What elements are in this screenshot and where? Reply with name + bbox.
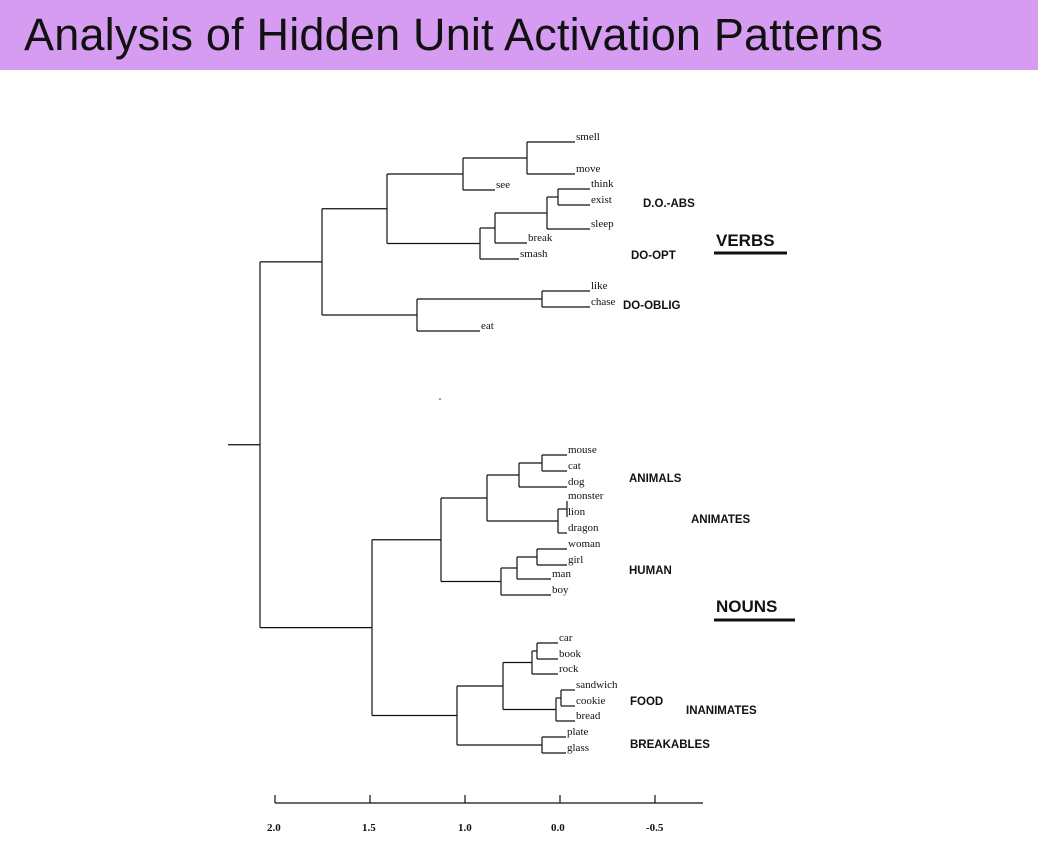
leaf-label: dog [568,476,585,488]
axis-tick-label: -0.5 [646,822,664,834]
leaf-label: car [559,632,573,644]
leaf-label: break [528,232,553,244]
label-animals: ANIMALS [629,473,682,485]
leaf-label: bread [576,710,601,722]
leaf-label: cookie [576,695,605,707]
axis-tick-label: 0.0 [551,822,565,834]
speck [439,398,441,400]
leaf-label: like [591,280,608,292]
label-do-opt: DO-OPT [631,250,676,262]
leaf-label: girl [568,554,583,566]
page-title: Analysis of Hidden Unit Activation Patte… [24,9,884,60]
leaf-label: smell [576,131,600,143]
leaf-label: rock [559,663,579,675]
leaf-label: chase [591,296,616,308]
leaf-label: see [496,179,510,191]
leaf-label: exist [591,194,612,206]
leaf-label: plate [567,726,588,738]
label-do-abs: D.O.-ABS [643,198,695,210]
leaf-label: move [576,163,601,175]
leaf-label: book [559,648,582,660]
leaf-label: glass [567,742,589,754]
label-inanimates: INANIMATES [686,705,757,717]
title-bar: Analysis of Hidden Unit Activation Patte… [0,0,1038,70]
leaf-label: man [552,568,571,580]
leaf-label: eat [481,320,494,332]
label-verbs: VERBS [716,231,775,250]
axis-tick-label: 2.0 [267,822,281,834]
label-nouns: NOUNS [716,597,777,616]
label-human: HUMAN [629,565,672,577]
leaf-label: monster [568,490,604,502]
leaf-label: lion [568,506,586,518]
dendrogram-edges [228,141,590,754]
leaf-label: cat [568,460,581,472]
leaf-label: think [591,178,614,190]
label-do-oblig: DO-OBLIG [623,300,681,312]
leaf-label: smash [520,248,548,260]
label-food: FOOD [630,696,663,708]
label-breakables: BREAKABLES [630,739,710,751]
leaf-label: sleep [591,218,614,230]
axis-tick-label: 1.5 [362,822,376,834]
axis-tick-label: 1.0 [458,822,472,834]
label-animates: ANIMATES [691,514,751,526]
leaf-labels: smell move see think exist sleep break smash lik… [481,131,618,754]
leaf-label: boy [552,584,569,596]
leaf-label: woman [568,538,601,550]
leaf-label: dragon [568,522,599,534]
distance-axis: 2.0 1.5 1.0 0.0 -0.5 [267,795,703,834]
leaf-label: sandwich [576,679,618,691]
leaf-label: mouse [568,444,597,456]
